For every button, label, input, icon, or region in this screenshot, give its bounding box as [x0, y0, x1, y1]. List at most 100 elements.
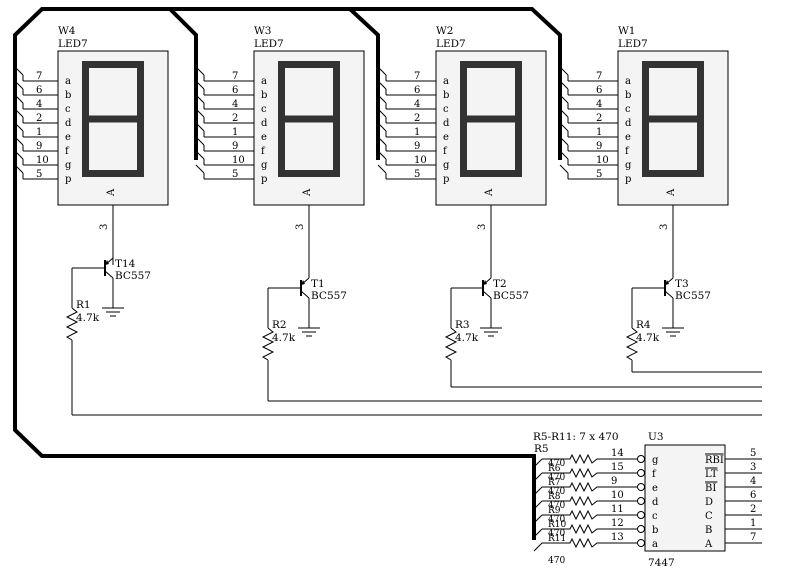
- array-value: 470: [548, 473, 565, 483]
- transistor-collector: [300, 290, 310, 299]
- transistor-part: BC557: [311, 290, 347, 302]
- common-pin: 3: [295, 224, 306, 230]
- base-drive-lines: [72, 371, 762, 416]
- transistor-collector: [104, 270, 114, 279]
- bus-entry: [377, 122, 387, 132]
- display-part: LED7: [58, 38, 88, 50]
- display-part: LED7: [618, 38, 648, 50]
- transistor-part: BC557: [493, 290, 529, 302]
- bus-entry: [195, 108, 205, 118]
- pin-number: 5: [232, 169, 238, 180]
- pin-letter: f: [65, 146, 70, 157]
- pin-number: 10: [36, 155, 49, 166]
- decoder-out-label: b: [652, 525, 658, 536]
- resistor-body: [65, 307, 79, 341]
- bus-entry: [377, 136, 387, 146]
- common-label: A: [106, 188, 117, 197]
- array-resistor: [542, 481, 637, 493]
- pin-letter: a: [261, 76, 267, 87]
- pin-number: 2: [36, 113, 42, 124]
- decoder-in-label: A: [704, 539, 713, 550]
- pin-letter: a: [65, 76, 71, 87]
- decoder-out-label: e: [652, 483, 658, 494]
- emitter-arrow: [665, 280, 669, 285]
- transistor-collector: [482, 290, 492, 299]
- segment-digit: [642, 61, 704, 177]
- bus-entry: [377, 80, 387, 90]
- pin-letter: e: [261, 132, 267, 143]
- pin-number: 2: [596, 113, 602, 124]
- pin-number: 2: [414, 113, 420, 124]
- resistor-value: 4.7k: [636, 332, 660, 344]
- main-bus-path: [13, 7, 536, 540]
- bus-entry: [377, 94, 387, 104]
- bus-entry: [559, 136, 569, 146]
- array-ref: R8: [548, 492, 561, 502]
- pin-letter: f: [443, 146, 448, 157]
- pin-number: 4: [596, 99, 602, 110]
- display-body: [617, 50, 729, 206]
- common-pin: 3: [477, 224, 488, 230]
- array-resistor: [542, 523, 637, 535]
- transistor-ref: T2: [493, 278, 507, 290]
- bus-entry: [14, 122, 24, 132]
- segment-lower: [460, 115, 522, 177]
- transistor-part: BC557: [115, 270, 151, 282]
- pin-letter: p: [261, 174, 267, 185]
- bus-entry: [195, 122, 205, 132]
- transistor-part: BC557: [675, 290, 711, 302]
- array-ref: R9: [548, 506, 561, 516]
- pin-number: 1: [414, 127, 420, 138]
- resistor-ref: R3: [455, 319, 470, 331]
- decoder-ref: U3: [648, 431, 664, 443]
- display-ref: W1: [618, 25, 635, 37]
- segment-digit: [460, 61, 522, 177]
- resistor-array-title: R5-R11: 7 x 470: [533, 431, 619, 443]
- pin-letter: c: [443, 104, 449, 115]
- resistor-array: R547014g5RBIR647015f3LTR74709e4BIR847010…: [533, 443, 762, 566]
- array-value: 470: [548, 556, 565, 566]
- pin-number: 1: [36, 127, 42, 138]
- pin-number: 9: [596, 141, 602, 152]
- display-body: [253, 50, 365, 206]
- array-bus-entry: [533, 486, 543, 496]
- transistor-ref: T14: [115, 258, 136, 270]
- pin-number: 1: [232, 127, 238, 138]
- decoder-out-pin: 14: [611, 448, 624, 459]
- pin-letter: p: [443, 174, 449, 185]
- decoder-in-pin: 5: [750, 448, 756, 459]
- pin-letter: b: [261, 90, 267, 101]
- open-collector-bubble: [637, 539, 645, 547]
- pin-letter: e: [625, 132, 631, 143]
- bus-entry: [195, 136, 205, 146]
- decoder-out-label: g: [652, 455, 659, 466]
- pin-letter: d: [625, 118, 632, 129]
- pin-letter: e: [443, 132, 449, 143]
- bus-entry: [377, 66, 387, 76]
- array-resistor: [542, 467, 637, 479]
- resistor-value: 4.7k: [76, 312, 100, 324]
- bus-entry: [195, 94, 205, 104]
- array-bus-entry: [533, 472, 543, 482]
- pin-letter: g: [625, 160, 632, 171]
- segment-bus: [13, 7, 562, 540]
- pin-letter: e: [65, 132, 71, 143]
- pin-number: 5: [414, 169, 420, 180]
- pin-letter: f: [625, 146, 630, 157]
- pin-number: 7: [36, 71, 42, 82]
- display-body: [435, 50, 547, 206]
- common-label: A: [666, 188, 677, 197]
- common-label: A: [484, 188, 495, 197]
- pin-number: 4: [36, 99, 42, 110]
- resistor-body: [625, 327, 639, 361]
- array-resistor: [542, 453, 637, 465]
- decoder-in-pin: 2: [750, 504, 756, 515]
- resistor-ref: R2: [272, 319, 287, 331]
- bus-entry: [559, 108, 569, 118]
- bus-entry: [195, 164, 205, 174]
- decoder-out-pin: 12: [611, 518, 624, 529]
